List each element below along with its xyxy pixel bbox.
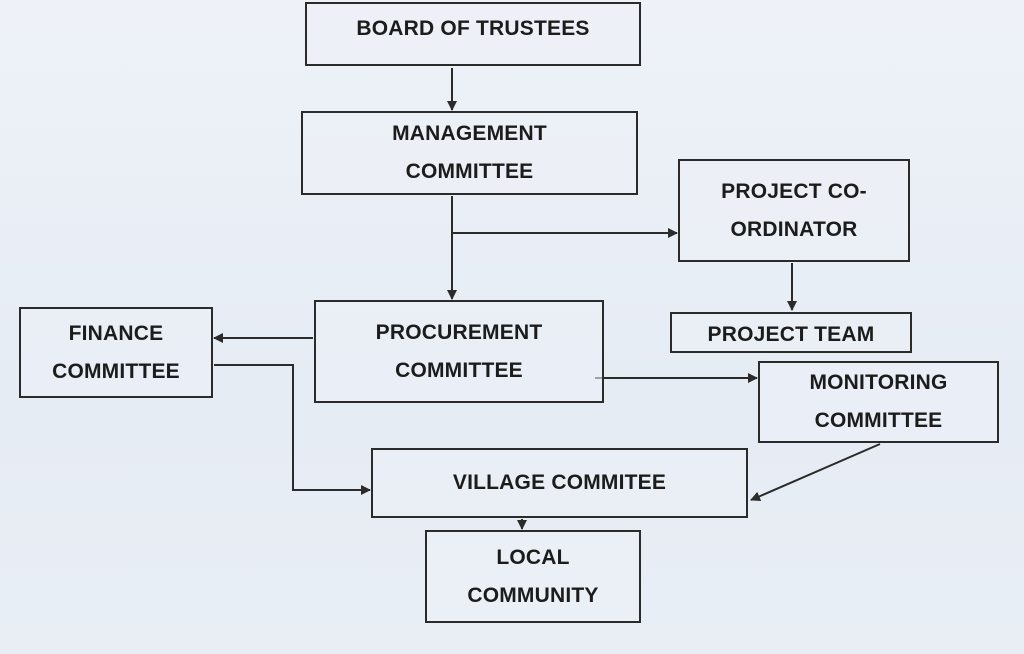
node-label-line1: MANAGEMENT: [392, 122, 547, 145]
node-label-line2: COMMUNITY: [467, 583, 599, 607]
node-board-of-trustees: BOARD OF TRUSTEES: [305, 2, 641, 66]
node-finance-committee: FINANCE COMMITTEE: [19, 307, 213, 398]
node-label-line1: PROCUREMENT: [375, 320, 543, 344]
node-procurement-committee: PROCUREMENT COMMITTEE: [314, 300, 604, 403]
node-label-line1: FINANCE: [68, 321, 164, 345]
node-project-team: PROJECT TEAM: [670, 312, 912, 353]
node-label-line2: ORDINATOR: [730, 217, 858, 241]
node-project-coordinator: PROJECT CO- ORDINATOR: [678, 159, 910, 262]
node-monitoring-committee: MONITORING COMMITTEE: [758, 361, 999, 443]
node-label-line2: COMMITTEE: [52, 359, 180, 383]
node-label: BOARD OF TRUSTEES: [356, 17, 590, 40]
node-label-line2: COMMITTEE: [405, 160, 534, 183]
edge-finance-to-village: [214, 364, 371, 495]
node-label-line2: COMMITTEE: [814, 409, 943, 432]
node-label: PROJECT TEAM: [707, 323, 875, 346]
node-management-committee: MANAGEMENT COMMITTEE: [301, 111, 638, 195]
node-label-line1: PROJECT CO-: [721, 179, 867, 203]
node-label-line1: LOCAL: [496, 545, 570, 569]
edge-monitoring-to-village: [750, 443, 881, 502]
node-local-community: LOCAL COMMUNITY: [425, 530, 641, 623]
node-label-line1: MONITORING: [809, 371, 948, 394]
node-label: VILLAGE COMMITEE: [452, 471, 667, 494]
node-village-committee: VILLAGE COMMITEE: [371, 448, 748, 518]
node-label-line2: COMMITTEE: [395, 358, 523, 382]
